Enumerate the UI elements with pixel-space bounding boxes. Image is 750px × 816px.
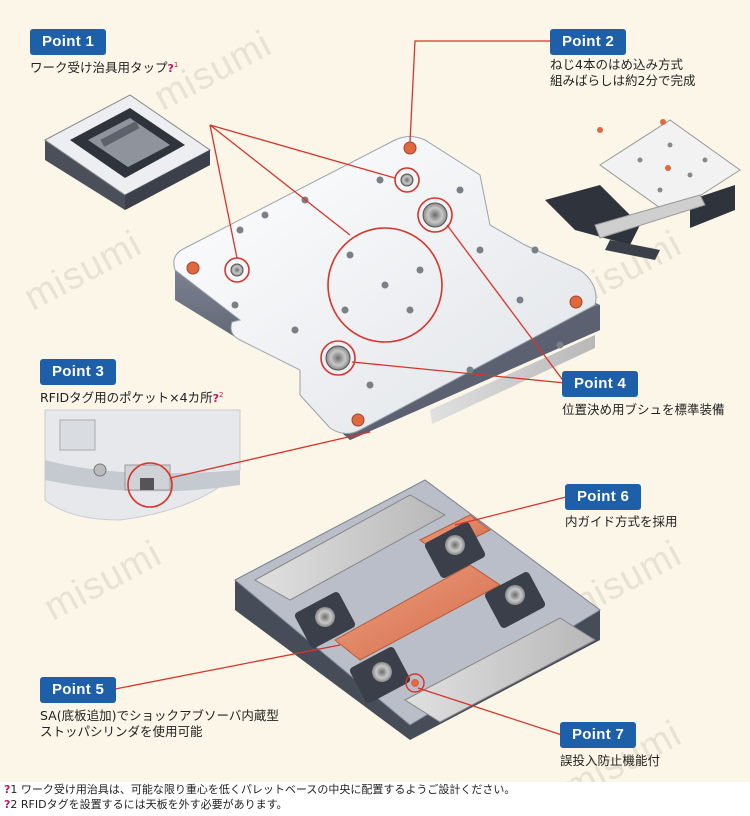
footnote-2: ?2 RFIDタグを設置するには天板を外す必要があります。 <box>4 798 288 811</box>
diagram-stage: misumi misumi misumi misumi misumi misum… <box>17 23 741 809</box>
main-pallet-plate <box>173 136 600 440</box>
note-ref-icon: ? <box>167 62 174 76</box>
footnote-1: ?1 ワーク受け用治具は、可能な限り重心を低くパレットベースの中央に配置するよう… <box>4 783 516 796</box>
point-4-description: 位置決め用ブシュを標準装備 <box>562 402 725 417</box>
point-6-badge: Point 6 <box>565 484 642 510</box>
pallet-base-illustration <box>234 479 601 740</box>
point-5-badge: Point 5 <box>40 677 117 703</box>
leader-lines <box>109 40 567 736</box>
point-3-description: RFIDタグ用のポケット×4カ所?2 <box>40 390 224 406</box>
point-1-badge: Point 1 <box>30 29 107 55</box>
note-ref-icon: ? <box>212 392 220 406</box>
point-3-badge: Point 3 <box>40 359 117 385</box>
footnotes: ?1 ワーク受け用治具は、可能な限り重心を低くパレットベースの中央に配置するよう… <box>0 782 750 816</box>
point-1-description: ワーク受け治具用タップ?1 <box>30 60 179 76</box>
point-5-description: SA(底板追加)でショックアブソーバ内蔵型 ストッパシリンダを使用可能 <box>40 708 279 739</box>
point-6-description: 内ガイド方式を採用 <box>565 514 678 529</box>
illustration <box>44 40 741 740</box>
work-jig-illustration <box>44 94 211 210</box>
point-7-description: 誤投入防止機能付 <box>560 753 661 768</box>
point-2-description: ねじ4本のはめ込み方式 組みばらしは約2分で完成 <box>550 57 696 88</box>
point-2-badge: Point 2 <box>550 29 627 55</box>
point-4-badge: Point 4 <box>562 371 639 397</box>
note-ref-icon: ? <box>4 783 11 796</box>
rfid-pocket-illustration <box>44 409 241 521</box>
point-7-badge: Point 7 <box>560 722 637 748</box>
note-ref-icon: ? <box>4 798 11 811</box>
exploded-assembly-illustration <box>545 119 741 260</box>
